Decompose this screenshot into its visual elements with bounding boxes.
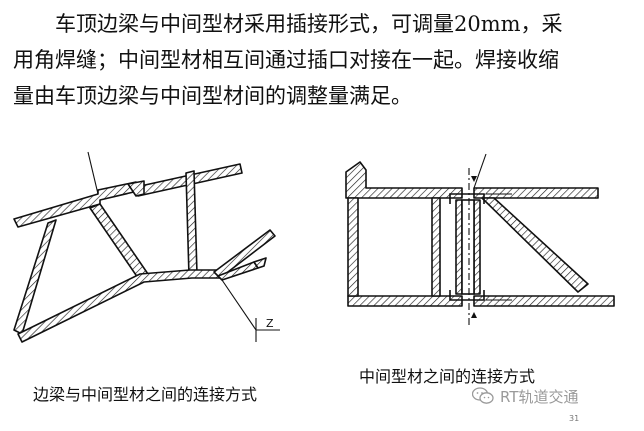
arrow-bottom	[471, 312, 477, 318]
left-web	[347, 197, 359, 297]
page-number: 31	[569, 414, 580, 423]
claw-tip	[253, 257, 267, 269]
joint-web-right	[473, 199, 481, 295]
paragraph-line-1: 车顶边梁与中间型材采用插接形式，可调量20mm，采	[55, 12, 563, 36]
joint-gap	[461, 199, 475, 295]
clip-top	[449, 193, 485, 204]
paragraph-line-3: 量由车顶边梁与中间型材间的调整量满足。	[13, 84, 412, 108]
top-flange	[345, 161, 463, 199]
wechat-icon	[472, 387, 494, 404]
watermark-text: RT轨道交通	[500, 387, 579, 406]
side-beam-joint-diagram: Z	[13, 151, 280, 343]
joint-web-left	[455, 199, 463, 295]
bottom-flange	[347, 295, 463, 307]
lower-flange	[17, 269, 221, 343]
diagonal-web-left	[13, 219, 57, 335]
diagonal-web-upper	[89, 203, 149, 279]
top-flange	[13, 163, 243, 228]
diagonal-web	[481, 197, 589, 293]
body-paragraph: 车顶边梁与中间型材采用插接形式，可调量20mm，采 用角焊缝；中间型材相互间通过…	[13, 6, 635, 114]
clip-bottom	[449, 290, 485, 301]
bottom-flange-right	[473, 295, 615, 307]
top-flange-right	[473, 187, 599, 199]
vertical-web	[185, 170, 198, 277]
arrow-top	[471, 176, 477, 182]
left-figure-caption: 边梁与中间型材之间的连接方式	[33, 385, 258, 404]
watermark: RT轨道交通	[472, 384, 579, 408]
leader-top	[87, 151, 99, 195]
z-label: Z	[266, 317, 274, 330]
joint-hook	[127, 180, 145, 197]
right-figure-caption: 中间型材之间的连接方式	[359, 367, 536, 386]
middle-profile-joint-diagram	[345, 153, 615, 328]
middle-web	[431, 197, 441, 297]
leader-top	[473, 153, 487, 189]
paragraph-line-2: 用角焊缝；中间型材相互间通过插口对接在一起。焊接收缩	[13, 48, 559, 72]
